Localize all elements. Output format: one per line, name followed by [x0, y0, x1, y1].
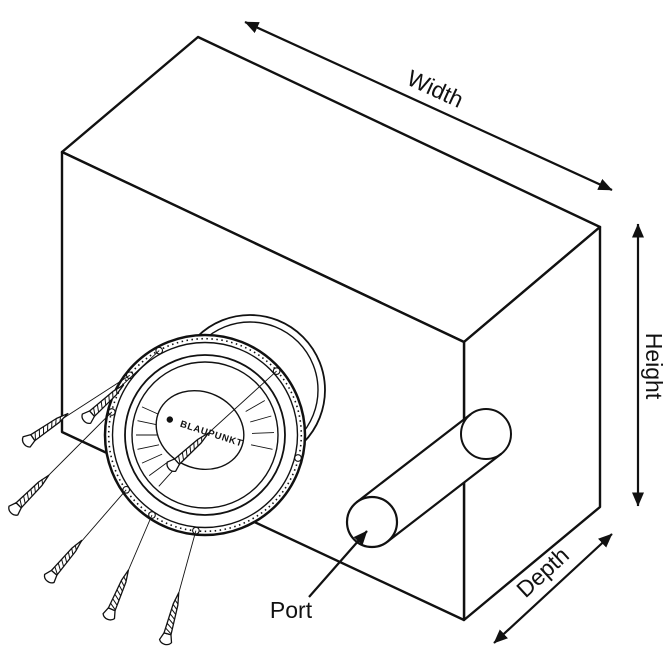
- cone-shading-lines: [136, 400, 275, 487]
- depth-dimension-arrow: [493, 533, 613, 644]
- screw-icon: [158, 590, 186, 647]
- speaker-surround-outer: [124, 354, 286, 516]
- screw-icon: [5, 470, 54, 519]
- screw-icon: [101, 567, 135, 623]
- speaker-flange-inner: [111, 341, 299, 529]
- enclosure-box: [60, 35, 602, 622]
- height-label: Height: [641, 333, 664, 400]
- width-label: Width: [403, 65, 467, 113]
- port-front-opening: [345, 495, 399, 549]
- port-label: Port: [270, 597, 313, 623]
- blaupunkt-logo-dot-icon: [166, 416, 174, 423]
- speaker-surround-inner: [131, 361, 279, 509]
- speaker-gasket-ring: [107, 337, 303, 533]
- port-pointer-arrow: [308, 530, 368, 598]
- subwoofer-driver: BLAUPUNKT: [103, 333, 307, 537]
- width-dimension-arrow: [244, 20, 613, 192]
- screw-icon: [41, 535, 88, 586]
- speaker-dust-cap: [155, 389, 245, 471]
- port-back-opening: [460, 408, 512, 460]
